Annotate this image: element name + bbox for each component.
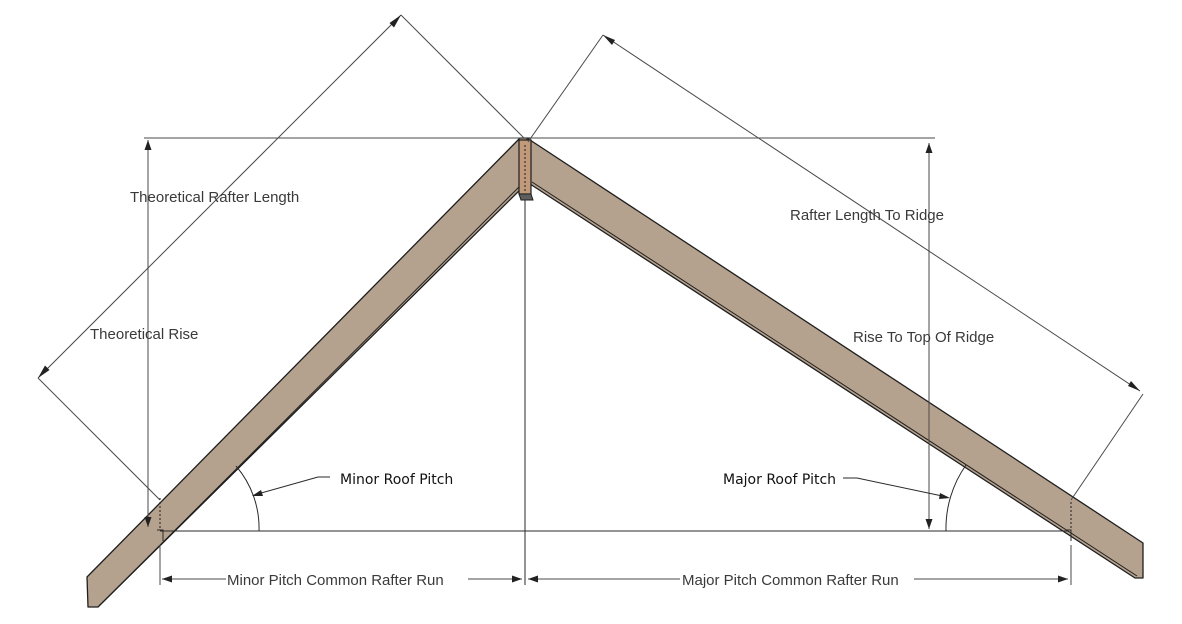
major-roof-pitch-label: Major Roof Pitch: [723, 472, 836, 488]
rise-to-top-of-ridge-label: Rise To Top Of Ridge: [853, 329, 994, 346]
theoretical-rafter-length-label: Theoretical Rafter Length: [130, 189, 299, 206]
major-pitch-rafter: [526, 137, 1144, 579]
right-seat-cut: [1067, 502, 1072, 541]
major-roof-pitch-indicator: [843, 464, 967, 532]
minor-pitch-common-rafter-run-label: Minor Pitch Common Rafter Run: [227, 572, 444, 589]
minor-roof-pitch-indicator: [235, 465, 330, 532]
minor-roof-pitch-label: Minor Roof Pitch: [340, 472, 453, 488]
theoretical-rafter-length-dimension: [37, 14, 525, 501]
major-pitch-common-rafter-run-label: Major Pitch Common Rafter Run: [682, 572, 899, 589]
theoretical-rise-dimension: [144, 140, 152, 527]
ridge-board: [518, 139, 534, 201]
rafter-length-to-ridge-dimension: [527, 34, 1144, 501]
major-pitch-run-dimension: [528, 545, 1072, 585]
rafter-length-to-ridge-label: Rafter Length To Ridge: [790, 207, 944, 224]
rise-to-top-of-ridge-dimension: [925, 143, 933, 529]
minor-pitch-rafter: [86, 137, 531, 608]
left-seat-cut: [157, 498, 164, 541]
theoretical-rise-label: Theoretical Rise: [90, 326, 198, 343]
minor-pitch-run-dimension: [159, 545, 522, 585]
